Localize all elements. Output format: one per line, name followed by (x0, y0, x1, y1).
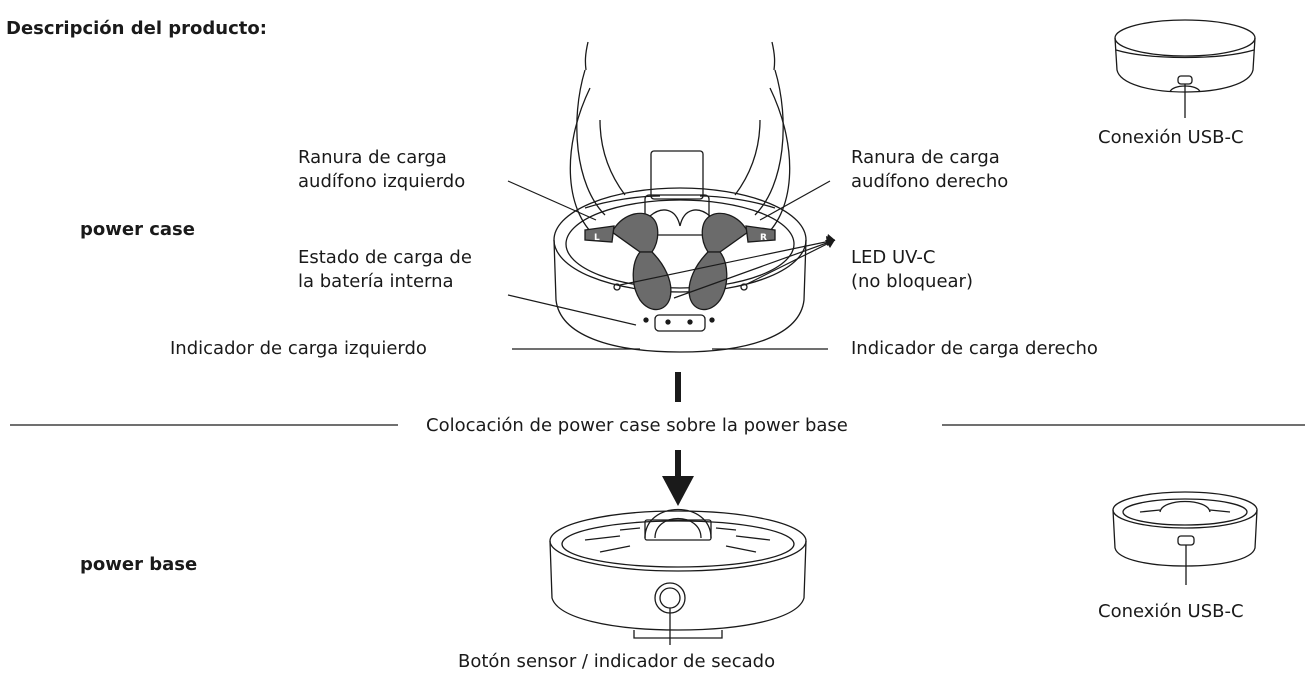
left-indicator-label: Indicador de carga izquierdo (170, 338, 427, 359)
power-case-label: power case (80, 219, 195, 240)
placement-arrow (662, 372, 694, 506)
right-slot-label: Ranura de carga audífono derecho (851, 147, 1009, 192)
usb-base-thumbnail (1112, 491, 1258, 585)
left-aid-letter: L (594, 233, 600, 243)
uv-led-label: LED UV-C (no bloquear) (851, 247, 973, 292)
hearing-aids (584, 209, 776, 311)
sensor-button-label: Botón sensor / indicador de secado (458, 651, 776, 672)
right-indicator-label: Indicador de carga derecho (851, 338, 1098, 359)
power-base-label: power base (80, 554, 198, 575)
placement-caption: Colocación de power case sobre la power … (426, 415, 848, 436)
left-slot-label: Ranura de carga audífono izquierdo (298, 147, 466, 192)
usb-c-label-case: Conexión USB-C (1098, 127, 1244, 148)
power-base-illustration (549, 508, 807, 645)
callout-lines (10, 180, 1305, 426)
power-case-illustration (553, 41, 807, 353)
right-aid-letter: R (760, 233, 767, 243)
battery-state-label: Estado de carga de la batería interna (298, 247, 472, 292)
page-title: Descripción del producto: (6, 18, 267, 39)
usb-case-thumbnail (1114, 19, 1256, 118)
usb-c-label-base: Conexión USB-C (1098, 601, 1244, 622)
